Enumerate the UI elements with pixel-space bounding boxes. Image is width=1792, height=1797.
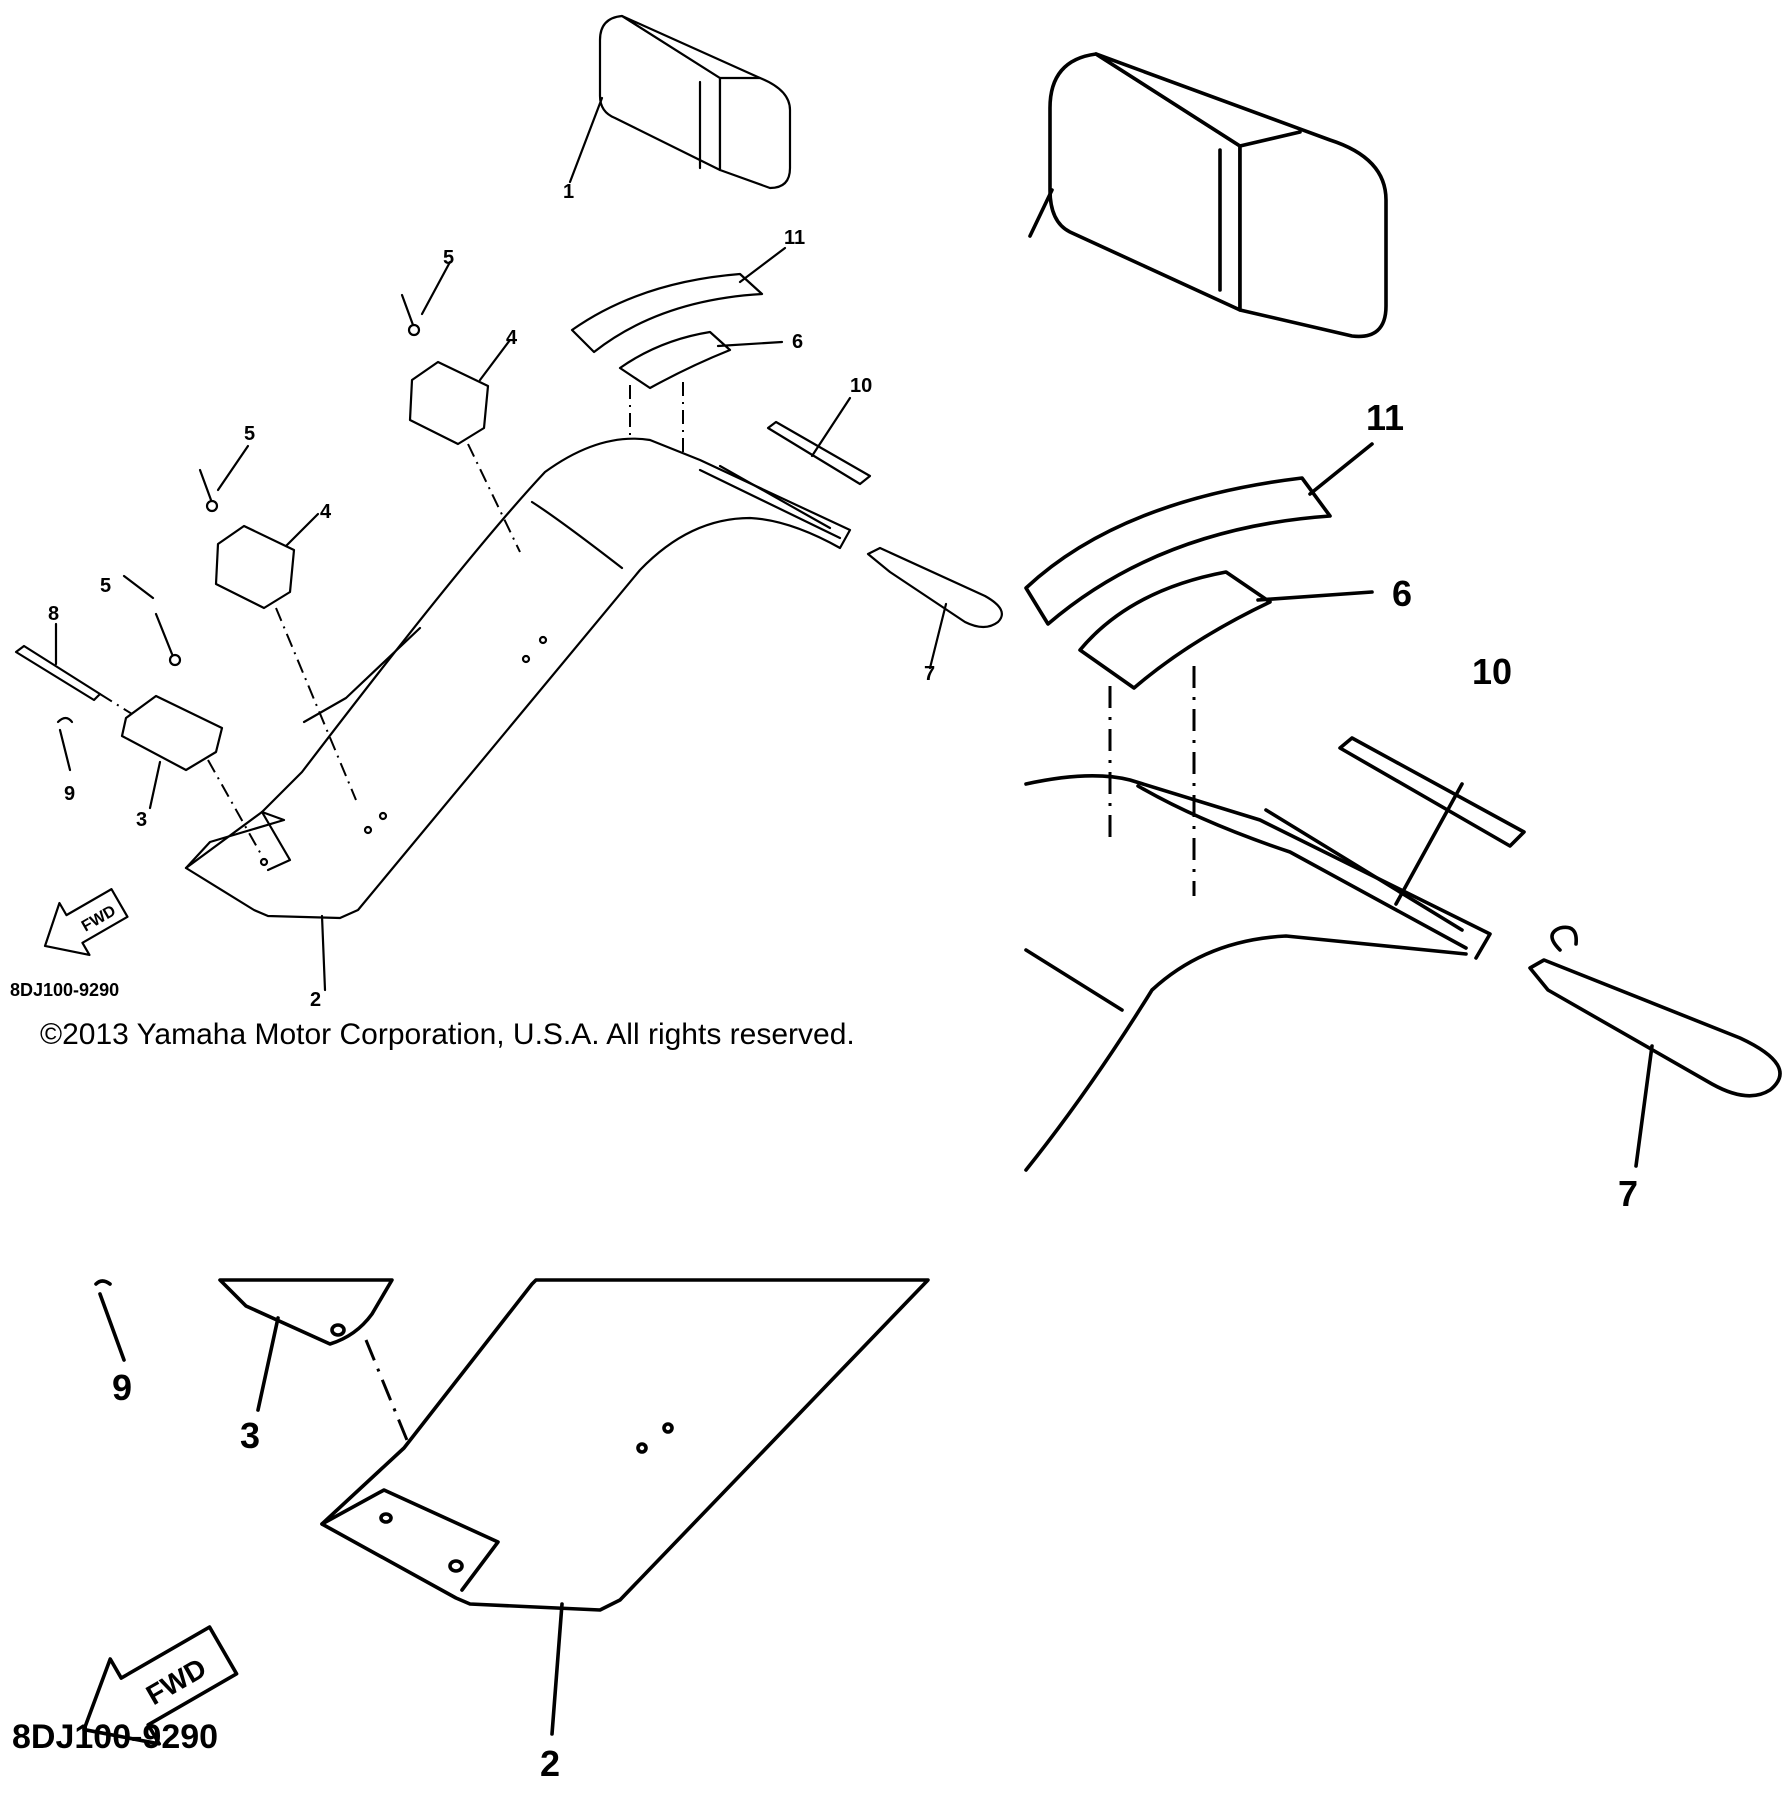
leader-10 [810, 396, 852, 458]
callout-5-b: 5 [244, 423, 255, 445]
cover-part-2 [184, 437, 852, 920]
leader-2 [320, 914, 327, 992]
bar-part-10 [766, 420, 872, 486]
leader-11-detail [1308, 442, 1374, 496]
callout-6-detail: 6 [1392, 573, 1412, 614]
pad-part-6 [618, 330, 732, 390]
fwd-arrow-icon: FWD [43, 888, 129, 957]
guide-4a [467, 443, 521, 553]
rod-part-7 [866, 546, 1003, 629]
cotter-part-9-detail [94, 1279, 112, 1286]
rod-part-7-detail [1528, 958, 1782, 1098]
copyright-notice: ©2013 Yamaha Motor Corporation, U.S.A. A… [40, 1018, 855, 1051]
strip-part-11-detail [1024, 476, 1332, 626]
rivet-part-5-b [198, 468, 219, 513]
leader-7 [928, 602, 948, 670]
cover-part-2-detail [1024, 934, 1468, 1172]
seat-cushion-part-1-detail [1048, 52, 1388, 339]
pad-part-6-detail [1078, 570, 1272, 690]
callout-11-detail: 11 [1366, 397, 1404, 438]
pin-part-8 [14, 644, 102, 702]
leader-1-detail [1028, 188, 1054, 238]
part-code: 8DJ100-9290 [10, 980, 119, 1000]
rivet-part-5-a [400, 293, 421, 337]
callout-5-c: 5 [100, 575, 111, 597]
callout-7: 7 [924, 663, 935, 685]
leader-7-detail [1634, 1044, 1654, 1168]
cotter-part-9 [56, 716, 74, 724]
bar-part-10-detail [1338, 736, 1526, 848]
callout-4-lower: 4 [320, 501, 332, 523]
guide-3 [207, 759, 263, 857]
callout-2: 2 [310, 989, 321, 1011]
leader-6-detail [1256, 590, 1374, 602]
leader-5c [122, 574, 155, 600]
callout-1: 1 [563, 181, 574, 203]
callout-9-detail: 9 [112, 1367, 132, 1408]
callout-8: 8 [48, 603, 59, 625]
callout-6: 6 [792, 331, 803, 353]
leader-1 [568, 96, 604, 184]
clip-part-4-lower [214, 524, 296, 610]
leader-9-detail [98, 1292, 126, 1362]
leader-4b [284, 512, 320, 548]
leader-10-detail [1394, 782, 1464, 906]
callout-10: 10 [850, 375, 872, 397]
leader-2-detail [550, 1602, 564, 1736]
leader-5b [216, 444, 250, 492]
overview-diagram: 1 11 6 10 2 [10, 14, 1003, 1051]
detail-view-lower-left: 9 3 2 FWD 8DJ100-9290 [12, 1278, 930, 1784]
callout-4-upper: 4 [506, 327, 518, 349]
guide-8 [99, 693, 133, 715]
leader-5a [420, 260, 452, 316]
callout-9: 9 [64, 783, 75, 805]
callout-5-a: 5 [443, 247, 454, 269]
detail-view-upper-right: 11 6 10 7 [1024, 52, 1782, 1214]
leader-11 [738, 246, 787, 284]
leader-4a [478, 338, 512, 382]
callout-2-detail: 2 [540, 1743, 560, 1784]
rivet-part-5-c [154, 612, 182, 667]
leader-9 [58, 728, 72, 772]
callout-7-detail: 7 [1618, 1173, 1638, 1214]
cover-part-2-fragment-detail [320, 1278, 930, 1612]
hinge-part-3 [120, 694, 224, 772]
leader-6 [716, 340, 784, 348]
callout-3: 3 [136, 809, 147, 831]
strip-part-11 [570, 272, 764, 354]
callout-11: 11 [784, 227, 805, 249]
clip-part-4-upper [408, 360, 490, 446]
callout-10-detail: 10 [1472, 651, 1512, 692]
leader-3-detail [256, 1316, 280, 1412]
callout-3-detail: 3 [240, 1415, 260, 1456]
seat-cushion-part-1 [598, 14, 792, 190]
guide-4b [275, 607, 357, 801]
leader-3 [148, 760, 162, 810]
part-code-detail: 8DJ100-9290 [12, 1718, 218, 1756]
hinge-part-3-detail [218, 1278, 394, 1346]
